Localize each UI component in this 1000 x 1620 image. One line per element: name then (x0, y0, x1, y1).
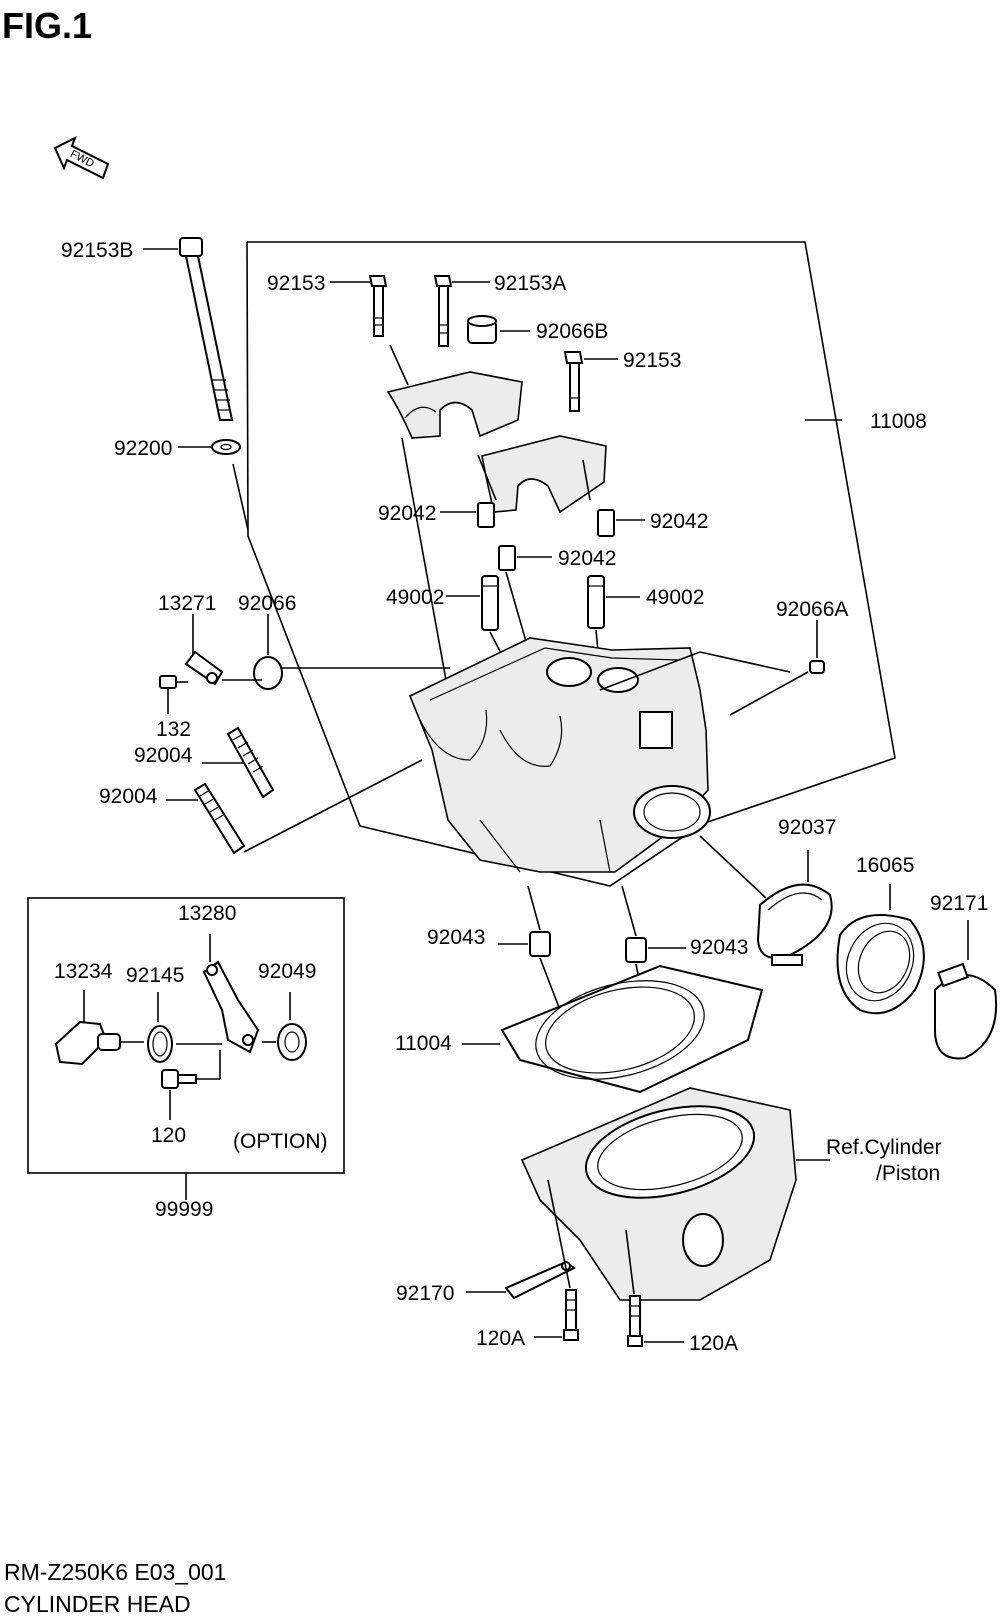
label-92042-right: 92042 (650, 510, 708, 533)
seal-92049 (262, 992, 307, 1061)
label-13280: 13280 (178, 902, 236, 925)
knock-92043-left (498, 885, 561, 1011)
dowel-92042-mid (498, 545, 552, 571)
label-92153-top: 92153 (267, 272, 325, 295)
label-132: 132 (156, 718, 191, 741)
label-13234: 13234 (54, 960, 113, 983)
label-49002-left: 49002 (386, 586, 444, 609)
guide-92170 (466, 1260, 576, 1300)
bolt-92153-top (330, 275, 409, 386)
label-92153b: 92153B (61, 239, 133, 262)
label-120a-left: 120A (476, 1327, 525, 1350)
label-92153a: 92153A (494, 272, 566, 295)
label-ref-piston: /Piston (876, 1162, 940, 1185)
label-92004-a: 92004 (134, 744, 193, 767)
holder-16065 (836, 884, 925, 1015)
label-11004: 11004 (395, 1032, 452, 1055)
label-120: 120 (151, 1124, 186, 1147)
label-99999: 99999 (155, 1198, 213, 1221)
clamp-92171 (934, 920, 998, 1060)
collar-92066b (467, 315, 530, 344)
label-92037: 92037 (778, 816, 836, 839)
cylinder-reference (520, 1087, 830, 1301)
link-13271 (184, 614, 262, 686)
bolt-120a-right (625, 1229, 684, 1347)
cylinder-head (408, 637, 711, 873)
label-92153-right: 92153 (623, 349, 681, 372)
sensor-13234 (54, 990, 144, 1066)
spring-92145 (147, 992, 173, 1063)
label-120a-right: 120A (689, 1332, 738, 1355)
bolt-120 (161, 1050, 221, 1120)
guide-49002-right (587, 575, 640, 629)
stud-92004-b (166, 759, 423, 855)
camshaft-cap-left (386, 371, 523, 439)
label-92066a: 92066A (776, 598, 848, 621)
label-92066: 92066 (238, 592, 296, 615)
lever-13280 (176, 934, 260, 1054)
label-92043-left: 92043 (427, 926, 485, 949)
assembly-frame-11008 (246, 241, 896, 887)
camshaft-cap-right (481, 435, 607, 514)
label-92145: 92145 (126, 964, 184, 987)
bolt-132 (159, 675, 188, 714)
label-92066b: 92066B (536, 320, 608, 343)
bolt-120a-left (534, 1179, 579, 1341)
label-92043-right: 92043 (690, 936, 748, 959)
footer-name: CYLINDER HEAD (4, 1591, 191, 1617)
label-13271: 13271 (158, 592, 216, 615)
plug-92066a (599, 620, 825, 716)
label-92170: 92170 (396, 1282, 454, 1305)
bolt-92153a (433, 275, 490, 347)
fwd-arrow-icon: FWD (53, 135, 110, 180)
label-92042-mid: 92042 (558, 547, 616, 570)
dowel-92042-left (440, 502, 495, 528)
stud-92004-a (202, 726, 275, 799)
label-92171: 92171 (930, 892, 988, 915)
figure-title: FIG.1 (2, 5, 92, 46)
label-49002-right: 49002 (646, 586, 704, 609)
dowel-92042-right (597, 509, 645, 537)
label-ref-cylinder: Ref.Cylinder (826, 1136, 942, 1159)
gasket-11004 (462, 964, 764, 1094)
washer-92200 (178, 439, 249, 531)
label-92042-left: 92042 (378, 502, 436, 525)
label-92200: 92200 (114, 437, 172, 460)
bolt-92153-right (563, 351, 618, 412)
option-box (27, 897, 345, 1200)
plug-92066 (253, 614, 450, 690)
label-92004-b: 92004 (99, 785, 158, 808)
label-11008: 11008 (870, 410, 927, 433)
guide-49002-left (446, 575, 499, 631)
bolt-92153b (143, 237, 234, 421)
clamp-92037 (699, 835, 833, 966)
label-92049: 92049 (258, 960, 316, 983)
footer-code: RM-Z250K6 E03_001 (4, 1559, 226, 1585)
label-option: (OPTION) (233, 1130, 328, 1153)
label-16065: 16065 (856, 854, 914, 877)
